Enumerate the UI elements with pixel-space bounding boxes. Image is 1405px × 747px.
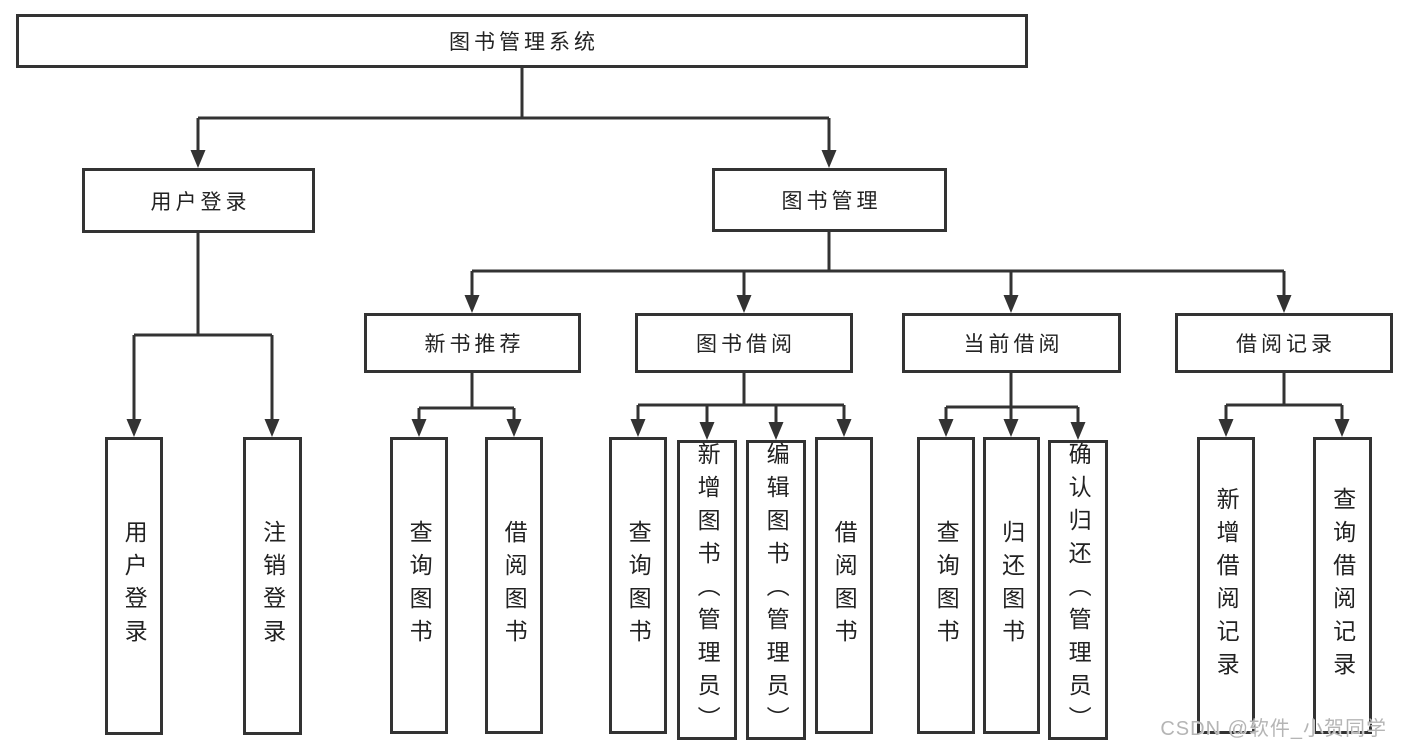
connector-borrow-records-children: [1224, 373, 1344, 421]
leaf-user-login-label: 用户登录: [121, 520, 148, 652]
leaf-borrow-borrow-books: 借阅图书: [815, 437, 873, 734]
leaf-borrow-query-books-label: 查询图书: [625, 519, 652, 652]
leaf-return-book-label: 归还图书: [998, 519, 1025, 652]
node-current-borrow: 当前借阅: [902, 313, 1121, 373]
leaf-borrow-borrow-books-label: 借阅图书: [831, 519, 858, 652]
leaf-add-borrow-record-label: 新增借阅记录: [1213, 486, 1240, 685]
node-borrow-records-label: 借阅记录: [1236, 333, 1336, 356]
leaf-user-login: 用户登录: [105, 437, 163, 735]
node-root: 图书管理系统: [16, 14, 1028, 68]
leaf-current-query-books: 查询图书: [917, 437, 975, 734]
leaf-recommend-query-books: 查询图书: [390, 437, 448, 734]
leaf-borrow-query-books: 查询图书: [609, 437, 667, 734]
leaf-confirm-return-admin: 确认归还（管理员）: [1048, 440, 1108, 740]
node-current-borrow-label: 当前借阅: [963, 333, 1064, 356]
leaf-confirm-return-admin-label: 确认归还（管理员）: [1065, 441, 1092, 739]
connector-book-borrow-children: [636, 373, 846, 424]
leaf-add-book-admin-label: 新增图书（管理员）: [694, 441, 721, 739]
connector-book-management-children: [470, 232, 1286, 297]
csdn-watermark: CSDN @软件_小贺同学: [1160, 718, 1387, 740]
leaf-add-borrow-record: 新增借阅记录: [1197, 437, 1255, 734]
leaf-recommend-query-books-label: 查询图书: [406, 519, 433, 652]
leaf-logout: 注销登录: [243, 437, 302, 735]
leaf-recommend-borrow-books-label: 借阅图书: [501, 519, 528, 652]
node-book-management: 图书管理: [712, 168, 947, 232]
connector-root-to-level2: [196, 68, 831, 152]
leaf-edit-book-admin-label: 编辑图书（管理员）: [763, 441, 790, 739]
leaf-current-query-books-label: 查询图书: [933, 519, 960, 652]
leaf-query-borrow-record: 查询借阅记录: [1313, 437, 1372, 734]
connector-new-book-children: [417, 373, 516, 421]
node-borrow-records: 借阅记录: [1175, 313, 1393, 373]
node-book-management-label: 图书管理: [781, 190, 882, 213]
leaf-return-book: 归还图书: [983, 437, 1040, 734]
leaf-query-borrow-record-label: 查询借阅记录: [1329, 486, 1356, 685]
node-user-login: 用户登录: [82, 168, 315, 233]
leaf-logout-label: 注销登录: [259, 520, 286, 652]
leaf-add-book-admin: 新增图书（管理员）: [677, 440, 737, 740]
leaf-edit-book-admin: 编辑图书（管理员）: [746, 440, 806, 740]
node-new-book-recommend-label: 新书推荐: [424, 333, 525, 356]
connector-current-borrow-children: [944, 373, 1080, 424]
connector-user-login-children: [132, 233, 274, 421]
node-book-borrow-label: 图书借阅: [696, 333, 796, 356]
node-new-book-recommend: 新书推荐: [364, 313, 581, 373]
node-user-login-label: 用户登录: [150, 190, 251, 214]
node-root-label: 图书管理系统: [449, 31, 599, 54]
arrowheads: [126, 150, 1350, 440]
node-book-borrow: 图书借阅: [635, 313, 853, 373]
leaf-recommend-borrow-books: 借阅图书: [485, 437, 543, 734]
